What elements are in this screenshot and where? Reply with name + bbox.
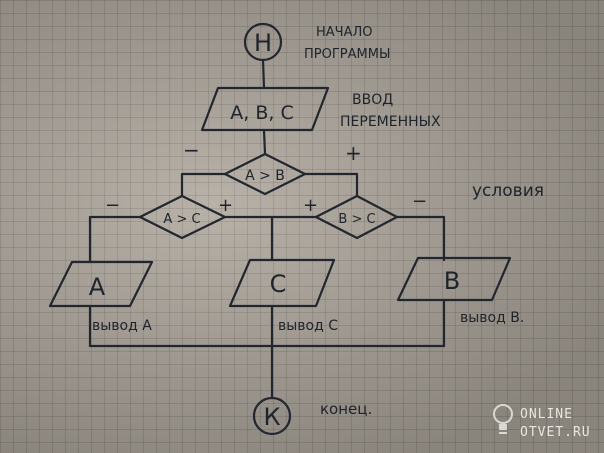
conditions-caption: условия	[472, 181, 544, 201]
connector-left-to-output-c	[223, 215, 274, 262]
output-a-text: A	[89, 273, 106, 301]
lightbulb-icon	[493, 404, 513, 434]
output-c-caption: вывод C	[278, 318, 338, 334]
condition-a-gt-c-diamond: A > C	[138, 194, 227, 240]
start-symbol: Н	[254, 29, 272, 57]
end-node: К	[252, 396, 292, 436]
input-caption-line1: ВВОД	[352, 92, 393, 108]
main-condition-minus: −	[183, 138, 200, 162]
condition-b-gt-c-diamond: B > C	[314, 194, 399, 240]
output-c-block: C	[228, 258, 336, 308]
main-condition-diamond: A > B	[223, 152, 307, 196]
input-caption-line2: ПЕРЕМЕННЫХ	[340, 114, 441, 130]
end-caption: конец.	[320, 400, 372, 418]
connector-to-output-b	[395, 215, 446, 262]
connector-to-output-a	[88, 215, 142, 264]
cond-right-plus: +	[303, 195, 318, 216]
output-a-block: A	[48, 260, 154, 308]
end-symbol: К	[263, 403, 280, 431]
watermark: ONLINE OTVET.RU	[493, 404, 591, 440]
main-condition-plus: +	[345, 141, 362, 165]
condition-a-gt-c-text: A > C	[163, 212, 200, 227]
start-caption-line2: ПРОГРАММЫ	[304, 47, 390, 62]
connector-input-condition	[262, 128, 267, 156]
start-node: Н	[243, 22, 283, 62]
input-block: A, B, C	[200, 86, 330, 132]
cond-left-minus: −	[105, 195, 120, 216]
condition-b-gt-c-text: B > C	[338, 212, 375, 227]
output-b-block: B	[396, 256, 512, 302]
output-b-text: B	[444, 267, 460, 295]
watermark-line2: OTVET.RU	[520, 425, 591, 440]
cond-left-plus: +	[218, 195, 233, 216]
cond-right-minus: −	[412, 191, 427, 212]
output-c-text: C	[270, 270, 287, 298]
watermark-line1: ONLINE	[520, 407, 573, 422]
start-caption-line1: НАЧАЛО	[316, 25, 372, 40]
connector-main-plus	[303, 172, 359, 198]
input-variables: A, B, C	[230, 102, 293, 124]
output-a-caption: вывод A	[92, 318, 152, 334]
output-b-caption: вывод B.	[460, 310, 524, 326]
connector-start-input	[261, 58, 266, 90]
main-condition-text: A > B	[245, 168, 285, 184]
connector-main-minus	[180, 172, 227, 198]
